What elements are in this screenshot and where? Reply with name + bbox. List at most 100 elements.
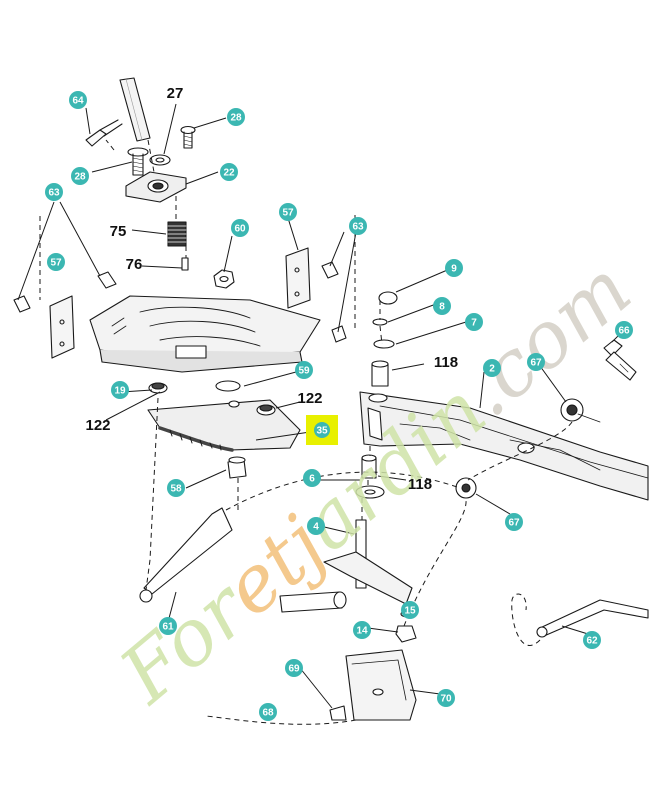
callout-label: 69 xyxy=(288,664,300,675)
callout-14: 14 xyxy=(353,621,371,639)
callout-label: 67 xyxy=(530,358,542,369)
front-axle xyxy=(359,391,649,501)
washer-27 xyxy=(149,154,171,166)
bolt-58 xyxy=(227,456,247,479)
callout-label: 57 xyxy=(50,258,62,269)
callout-61: 61 xyxy=(159,617,177,635)
callout-badge xyxy=(259,703,277,721)
callout-label: 28 xyxy=(230,113,242,124)
callout-label: 57 xyxy=(282,208,294,219)
bolt-right xyxy=(180,125,196,149)
callout-badge xyxy=(445,259,463,277)
callout-57: 57 xyxy=(279,203,297,221)
callout-63: 63 xyxy=(45,183,63,201)
callout-58: 58 xyxy=(167,479,185,497)
callout-label: 15 xyxy=(404,606,416,617)
callout-badge xyxy=(71,167,89,185)
callout-67: 67 xyxy=(505,513,523,531)
callout-badge xyxy=(615,321,633,339)
nut-60 xyxy=(213,269,235,289)
callout-badge xyxy=(349,217,367,235)
callout-badge xyxy=(45,183,63,201)
drag-link xyxy=(536,599,649,638)
callout-68: 68 xyxy=(259,703,277,721)
pinion-gear xyxy=(167,221,187,247)
screws-63 xyxy=(13,261,347,343)
nut-14 xyxy=(395,625,417,643)
spindle xyxy=(279,519,413,613)
callout-label: 63 xyxy=(352,222,364,233)
callout-label: 58 xyxy=(170,484,182,495)
callout-label: 70 xyxy=(440,694,452,705)
callout-badge xyxy=(69,91,87,109)
callout-15: 15 xyxy=(401,601,419,619)
callout-35: 35 xyxy=(306,415,338,445)
spacer-top xyxy=(560,398,601,423)
callout-leaders xyxy=(17,103,623,709)
bearing-flange xyxy=(125,171,187,203)
callout-label: 28 xyxy=(74,172,86,183)
callout-label: 61 xyxy=(162,622,174,633)
callout-badge xyxy=(47,253,65,271)
callout-badge xyxy=(285,659,303,677)
callout-badge xyxy=(279,203,297,221)
steering-shaft xyxy=(119,77,151,142)
callout-9: 9 xyxy=(445,259,463,277)
callout-label: 14 xyxy=(356,626,368,637)
callout-badge xyxy=(353,621,371,639)
callout-label: 122 xyxy=(297,390,322,407)
callout-badge xyxy=(295,361,313,379)
callout-label: 59 xyxy=(298,366,310,377)
callout-label: 22 xyxy=(223,168,235,179)
callout-label: 67 xyxy=(508,518,520,529)
bracket-70 xyxy=(345,649,417,721)
callout-118: 118 xyxy=(408,476,432,493)
washer-7 xyxy=(373,339,395,349)
callout-label: 62 xyxy=(586,636,598,647)
callout-badge xyxy=(227,108,245,126)
callout-label: 27 xyxy=(167,85,184,102)
callout-27: 27 xyxy=(167,85,184,102)
callout-badge xyxy=(111,381,129,399)
callout-label: 6 xyxy=(309,474,315,485)
callout-75: 75 xyxy=(110,223,127,240)
spindle-bolt xyxy=(603,339,637,381)
spacer-lower xyxy=(455,477,477,499)
callout-badge xyxy=(437,689,455,707)
callout-badge xyxy=(220,163,238,181)
callout-badge xyxy=(159,617,177,635)
callout-label: 63 xyxy=(48,188,60,199)
mounting-bracket xyxy=(89,295,321,373)
callout-badge xyxy=(314,422,330,438)
callout-59: 59 xyxy=(295,361,313,379)
callout-badge xyxy=(307,517,325,535)
washer-59 xyxy=(215,380,241,392)
pin-76 xyxy=(181,257,189,271)
parts-drawing xyxy=(13,77,649,721)
callout-28: 28 xyxy=(227,108,245,126)
callout-label: 2 xyxy=(489,364,495,375)
callout-69: 69 xyxy=(285,659,303,677)
callout-badge xyxy=(505,513,523,531)
callout-60: 60 xyxy=(231,219,249,237)
callout-76: 76 xyxy=(126,256,143,273)
callout-label: 9 xyxy=(451,264,457,275)
callout-badge xyxy=(167,479,185,497)
leader-lines xyxy=(39,139,573,725)
side-bracket-left xyxy=(49,295,75,359)
callout-badge xyxy=(483,359,501,377)
callout-22: 22 xyxy=(220,163,238,181)
callout-label: 76 xyxy=(126,256,143,273)
callout-label: 60 xyxy=(234,224,246,235)
callout-label: 35 xyxy=(316,426,328,437)
callout-122: 122 xyxy=(85,417,110,434)
callout-label: 118 xyxy=(434,354,458,371)
callout-label: 66 xyxy=(618,326,630,337)
callout-label: 68 xyxy=(262,708,274,719)
callout-badge xyxy=(583,631,601,649)
callout-62: 62 xyxy=(583,631,601,649)
callout-118: 118 xyxy=(434,354,458,371)
callout-8: 8 xyxy=(433,297,451,315)
cap-9 xyxy=(378,291,398,305)
